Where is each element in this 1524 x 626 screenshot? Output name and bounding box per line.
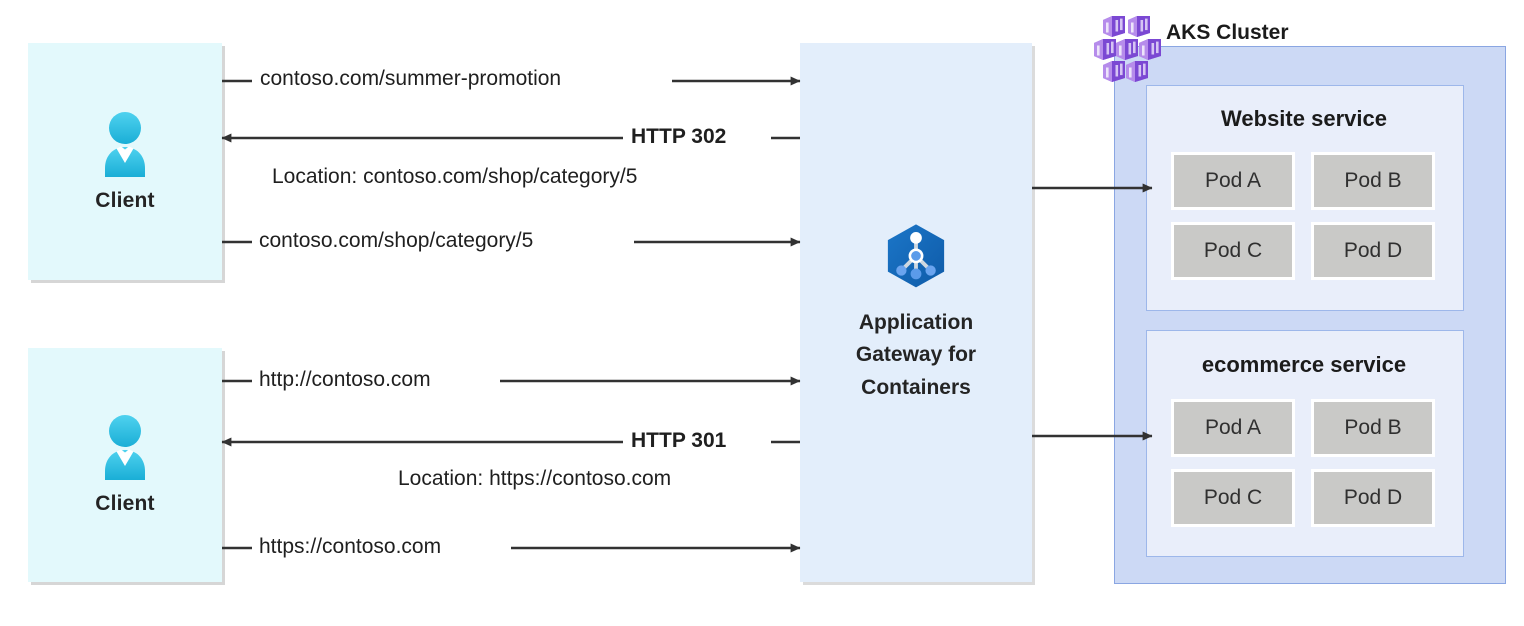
client-label-bottom: Client	[95, 492, 155, 515]
service-title-website: Website service	[1221, 106, 1387, 131]
flow-6-label: https://contoso.com	[259, 535, 442, 558]
person-icon	[105, 415, 145, 480]
flow-2-sublabel: Location: contoso.com/shop/category/5	[272, 165, 638, 188]
pod-ecommerce-a: Pod A	[1171, 399, 1295, 457]
aks-cluster-label: AKS Cluster	[1166, 21, 1289, 44]
client-content-bottom: Client	[28, 348, 222, 582]
pod-website-a: Pod A	[1171, 152, 1295, 210]
flow-3-label: contoso.com/shop/category/5	[259, 229, 534, 252]
application-gateway-icon	[887, 224, 945, 288]
pod-ecommerce-d: Pod D	[1311, 469, 1435, 527]
pod-website-b: Pod B	[1311, 152, 1435, 210]
service-title-ecommerce: ecommerce service	[1201, 352, 1407, 377]
gateway-title-line-2: Gateway for	[855, 343, 977, 367]
pod-ecommerce-b: Pod B	[1311, 399, 1435, 457]
aks-cluster-icon	[1094, 16, 1161, 82]
gateway-title-line-1: Application	[858, 310, 974, 334]
flow-1-label: contoso.com/summer-promotion	[260, 67, 562, 90]
client-box-bottom: Client	[28, 348, 222, 582]
pod-website-c: Pod C	[1171, 222, 1295, 280]
flow-2-label: HTTP 302	[631, 125, 727, 148]
person-icon	[105, 111, 145, 177]
client-box-top: Client	[28, 43, 222, 280]
application-gateway-box: Application Gateway for Containers	[800, 43, 1032, 582]
flow-5-sublabel: Location: https://contoso.com	[398, 467, 672, 490]
flow-5-label: HTTP 301	[631, 429, 727, 452]
client-content-top: Client	[28, 43, 222, 280]
pod-ecommerce-c: Pod C	[1171, 469, 1295, 527]
client-label-top: Client	[95, 188, 155, 212]
pod-website-d: Pod D	[1311, 222, 1435, 280]
flow-4-label: http://contoso.com	[259, 368, 431, 391]
gateway-title-line-3: Containers	[861, 375, 971, 399]
gateway-title: Application Gateway for Containers	[856, 307, 976, 405]
